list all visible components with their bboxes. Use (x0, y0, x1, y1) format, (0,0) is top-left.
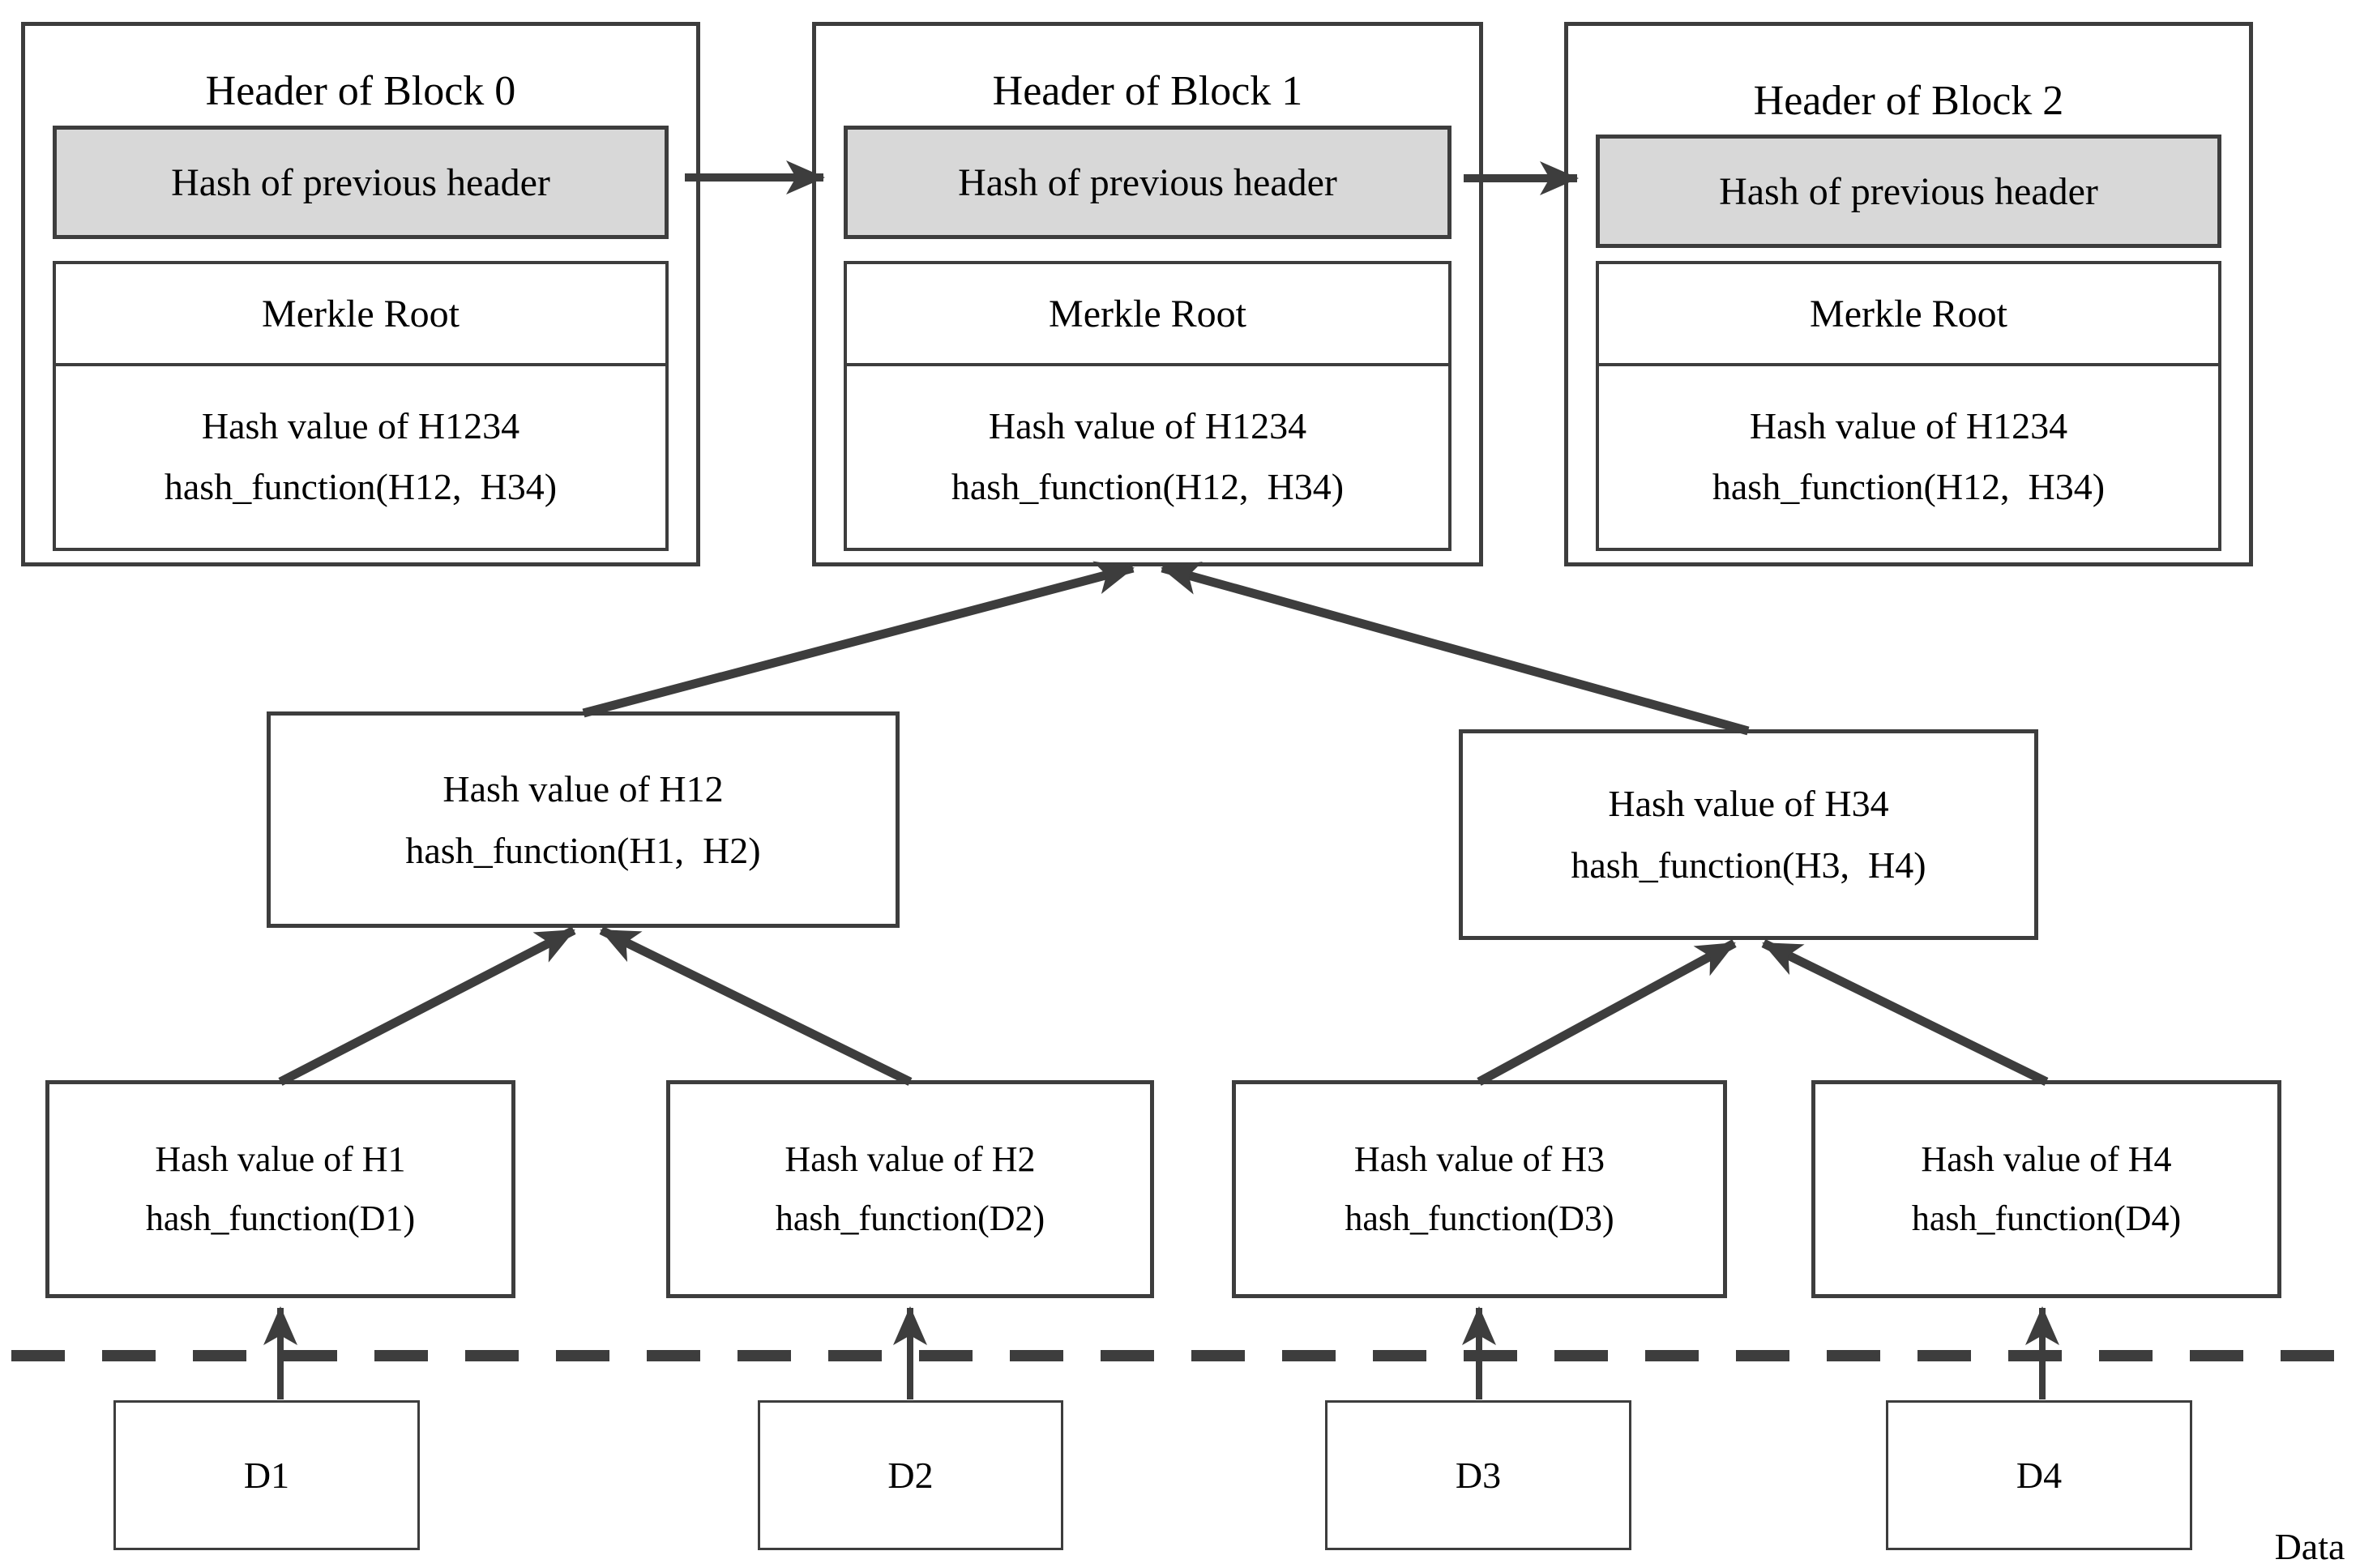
block-1-title: Header of Block 1 (992, 68, 1303, 114)
block-1-hash-line2: hash_function(H12, H34) (951, 466, 1345, 507)
block-0-merkle-section: Merkle Root Hash value of H1234 hash_fun… (53, 261, 669, 551)
node-h34: Hash value of H34 hash_function(H3, H4) (1459, 729, 2038, 940)
node-h34-line2: hash_function(H3, H4) (1571, 844, 1926, 886)
data-block-d1: D1 (113, 1400, 420, 1550)
node-h4: Hash value of H4 hash_function(D4) (1811, 1080, 2281, 1298)
block-0-hash-line2: hash_function(H12, H34) (164, 466, 558, 507)
block-2-title: Header of Block 2 (1753, 78, 2064, 124)
arrow-h1-to-h12 (278, 926, 576, 1086)
block-1-merkle-hash-cell: Hash value of H1234 hash_function(H12, H… (847, 366, 1448, 548)
data-block-d2: D2 (758, 1400, 1063, 1550)
node-h4-line2: hash_function(D4) (1911, 1198, 2182, 1238)
block-header-0: Header of Block 0 Hash of previous heade… (21, 22, 700, 566)
block-0-title: Header of Block 0 (205, 68, 516, 114)
node-h2-line2: hash_function(D2) (775, 1198, 1045, 1238)
arrow-h3-to-h34 (1477, 939, 1737, 1086)
arrow-h4-to-h34 (1761, 939, 2049, 1086)
node-h2-line1: Hash value of H2 (785, 1139, 1036, 1179)
node-h2: Hash value of H2 hash_function(D2) (666, 1080, 1154, 1298)
block-2-merkle-section: Merkle Root Hash value of H1234 hash_fun… (1596, 261, 2221, 551)
arrow-h34-to-root (1161, 562, 1750, 736)
arrow-h2-to-h12 (599, 926, 913, 1086)
block-1-hash-line1: Hash value of H1234 (988, 405, 1307, 447)
node-h34-line1: Hash value of H34 (1608, 783, 1889, 825)
block-0-hash-line1: Hash value of H1234 (201, 405, 520, 447)
block-header-1: Header of Block 1 Hash of previous heade… (812, 22, 1483, 566)
node-h1-line1: Hash value of H1 (155, 1139, 406, 1179)
block-1-merkle-section: Merkle Root Hash value of H1234 hash_fun… (844, 261, 1451, 551)
node-h3-line2: hash_function(D3) (1345, 1198, 1614, 1238)
block-2-hash-line2: hash_function(H12, H34) (1712, 466, 2106, 507)
block-2-prev-hash-cell: Hash of previous header (1596, 135, 2221, 248)
node-h12: Hash value of H12 hash_function(H1, H2) (267, 711, 900, 928)
block-0-merkle-root-cell: Merkle Root (56, 264, 665, 366)
node-h1-line2: hash_function(D1) (145, 1198, 416, 1238)
arrow-h12-to-root (582, 561, 1135, 718)
data-block-d3: D3 (1325, 1400, 1631, 1550)
block-1-merkle-root-cell: Merkle Root (847, 264, 1448, 366)
block-header-2: Header of Block 2 Hash of previous heade… (1564, 22, 2253, 566)
block-0-prev-hash-cell: Hash of previous header (53, 126, 669, 239)
node-h1: Hash value of H1 hash_function(D1) (45, 1080, 515, 1298)
block-1-prev-hash-cell: Hash of previous header (844, 126, 1451, 239)
node-h3-line1: Hash value of H3 (1353, 1139, 1605, 1179)
node-h12-line1: Hash value of H12 (442, 767, 724, 810)
data-block-d4: D4 (1886, 1400, 2192, 1550)
node-h4-line1: Hash value of H4 (1921, 1139, 2172, 1179)
block-2-merkle-root-cell: Merkle Root (1599, 264, 2218, 366)
node-h3: Hash value of H3 hash_function(D3) (1232, 1080, 1727, 1298)
block-0-merkle-hash-cell: Hash value of H1234 hash_function(H12, H… (56, 366, 665, 548)
data-block-annotation-line1: Data (2274, 1526, 2345, 1568)
data-block-annotation: Data block (2260, 1400, 2360, 1568)
block-2-hash-line1: Hash value of H1234 (1749, 405, 2068, 447)
node-h12-line2: hash_function(H1, H2) (405, 829, 761, 871)
block-2-merkle-hash-cell: Hash value of H1234 hash_function(H12, H… (1599, 366, 2218, 548)
